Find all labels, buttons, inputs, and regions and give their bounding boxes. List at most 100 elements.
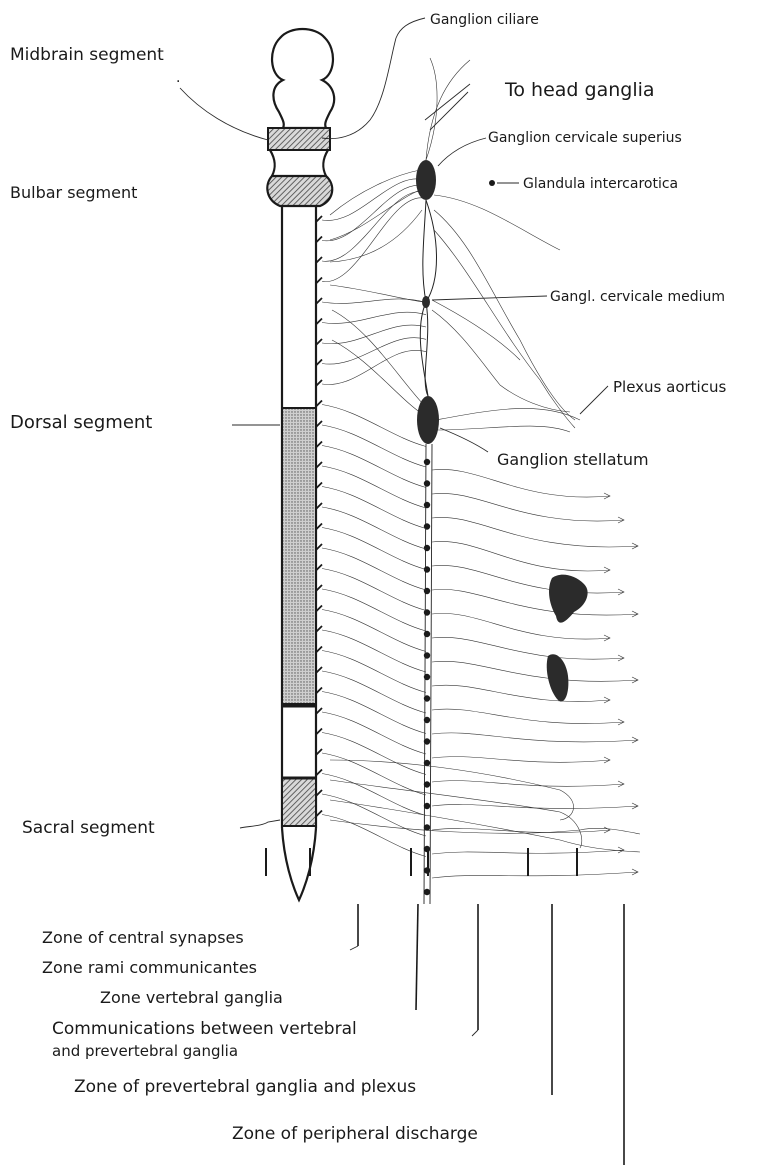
chain-ganglion-dot [424,566,430,572]
ramus-fibre [322,630,426,672]
ramus-fibre [322,507,426,549]
peripheral-fibre [432,637,624,659]
chain-ganglion-dot [424,674,430,680]
plexus-fibre [432,300,520,360]
chain-ganglion-dot [424,824,430,830]
chain-ganglion-dot [424,459,430,465]
ramus-fibre [322,610,426,652]
ramus-fibre [322,569,426,611]
label-plexus-aorticus: Plexus aorticus [613,378,726,396]
peripheral-fibre [432,757,610,763]
label-gangl-cervicale-medium: Gangl. cervicale medium [550,289,725,305]
plexus-fibre [436,408,580,420]
chain-ganglion-dot [424,502,430,508]
plexus-fibre [332,340,424,415]
ramus-fibre [322,466,426,508]
glandula-intercarotica [489,180,495,186]
ramus-fibre [322,528,426,570]
chain-ganglion-dot [424,781,430,787]
label-dorsal-segment: Dorsal segment [10,412,152,433]
ganglion-cervicale-medium [422,296,430,308]
chain-ganglion-dot [424,480,430,486]
plexus-fibre [332,310,424,405]
sacral-fibre [330,760,574,820]
peripheral-fibre [432,469,610,497]
bulbar-segment-band [267,176,332,206]
plexus-fibre [436,426,570,432]
plexus-fibre [426,60,470,160]
label-midbrain-segment: Midbrain segment [10,45,164,65]
sacral-segment-band [282,778,316,826]
neural-axis [267,29,334,900]
peripheral-fibre [432,493,624,521]
ramus-fibre [322,589,426,631]
ramus-fibre [322,712,426,754]
ramus-fibre [322,671,426,713]
label-ganglion-stellatum: Ganglion stellatum [497,450,649,469]
label-ganglion-ciliare: Ganglion ciliare [430,12,539,28]
ramus-fibre [322,446,426,488]
chain-ganglion-dot [424,523,430,529]
ramus-fibre [322,179,426,221]
chain-ganglion-dot [424,695,430,701]
chain-ganglion-dot [424,545,430,551]
zone-vertebral-ganglia: Zone vertebral ganglia [100,988,283,1007]
zone-prevertebral: Zone of prevertebral ganglia and plexus [74,1077,416,1097]
ramus-fibre [322,350,426,384]
label-to-head-ganglia: To head ganglia [504,79,655,101]
zone-labels: Zone of central synapses Zone rami commu… [42,928,478,1144]
named-ganglia [416,160,588,702]
label-bulbar-segment: Bulbar segment [10,183,137,202]
chain-ganglion-dot [424,803,430,809]
chain-ganglion-dot [424,652,430,658]
ramus-fibre [322,325,426,344]
ganglion-stellatum [417,396,439,444]
zone-communications-line2: and prevertebral ganglia [52,1042,238,1060]
peripheral-fibre [432,565,624,593]
chain-ganglion-dot [424,631,430,637]
zone-central-synapses: Zone of central synapses [42,928,244,947]
ramus-fibre [322,405,426,447]
peripheral-fibre [432,517,638,547]
prevertebral-ganglion-lower [547,654,569,701]
ramus-fibre [322,487,426,529]
ramus-fibre [322,753,426,795]
ganglion-cervicale-superius [416,160,436,200]
ramus-fibre [322,692,426,734]
chain-ganglion-dot [424,889,430,895]
plexus-fibre [330,285,424,302]
prevertebral-ganglion-upper [549,575,588,623]
ramus-fibre [322,548,426,590]
chain-ganglion-dot [424,717,430,723]
peripheral-fibre [432,613,610,639]
chain-ganglion-dot [424,738,430,744]
ramus-fibre [322,794,426,836]
zone-rami-communicantes: Zone rami communicantes [42,958,257,977]
peripheral-fibre [432,872,638,878]
ramus-fibre [322,651,426,693]
peripheral-fibre [432,709,624,723]
labels: Ganglion ciliare Midbrain segment · To h… [10,12,726,838]
ramus-fibre [322,198,426,282]
plexus-fibre [434,195,560,250]
svg-text:·: · [176,74,180,90]
plexus-fibre [330,190,420,240]
ramus-fibre [322,312,426,323]
sacral-fibre [330,820,640,834]
label-ganglion-cervicale-superius: Ganglion cervicale superius [488,130,682,146]
label-sacral-segment: Sacral segment [22,818,155,838]
ramus-fibre [322,191,426,261]
peripheral-fibre [432,685,610,701]
sacral-fibre [330,780,582,848]
ramus-fibre [322,733,426,775]
label-glandula-intercarotica: Glandula intercarotica [523,176,678,192]
zone-peripheral-discharge: Zone of peripheral discharge [232,1124,478,1144]
ramus-fibre [322,774,426,816]
ramus-fibre [322,425,426,467]
peripheral-fibre [432,781,624,787]
midbrain-bulbs [272,29,334,128]
zone-communications-line1: Communications between vertebral [52,1019,357,1039]
chain-ganglion-dot [424,588,430,594]
peripheral-fibre [432,661,638,681]
